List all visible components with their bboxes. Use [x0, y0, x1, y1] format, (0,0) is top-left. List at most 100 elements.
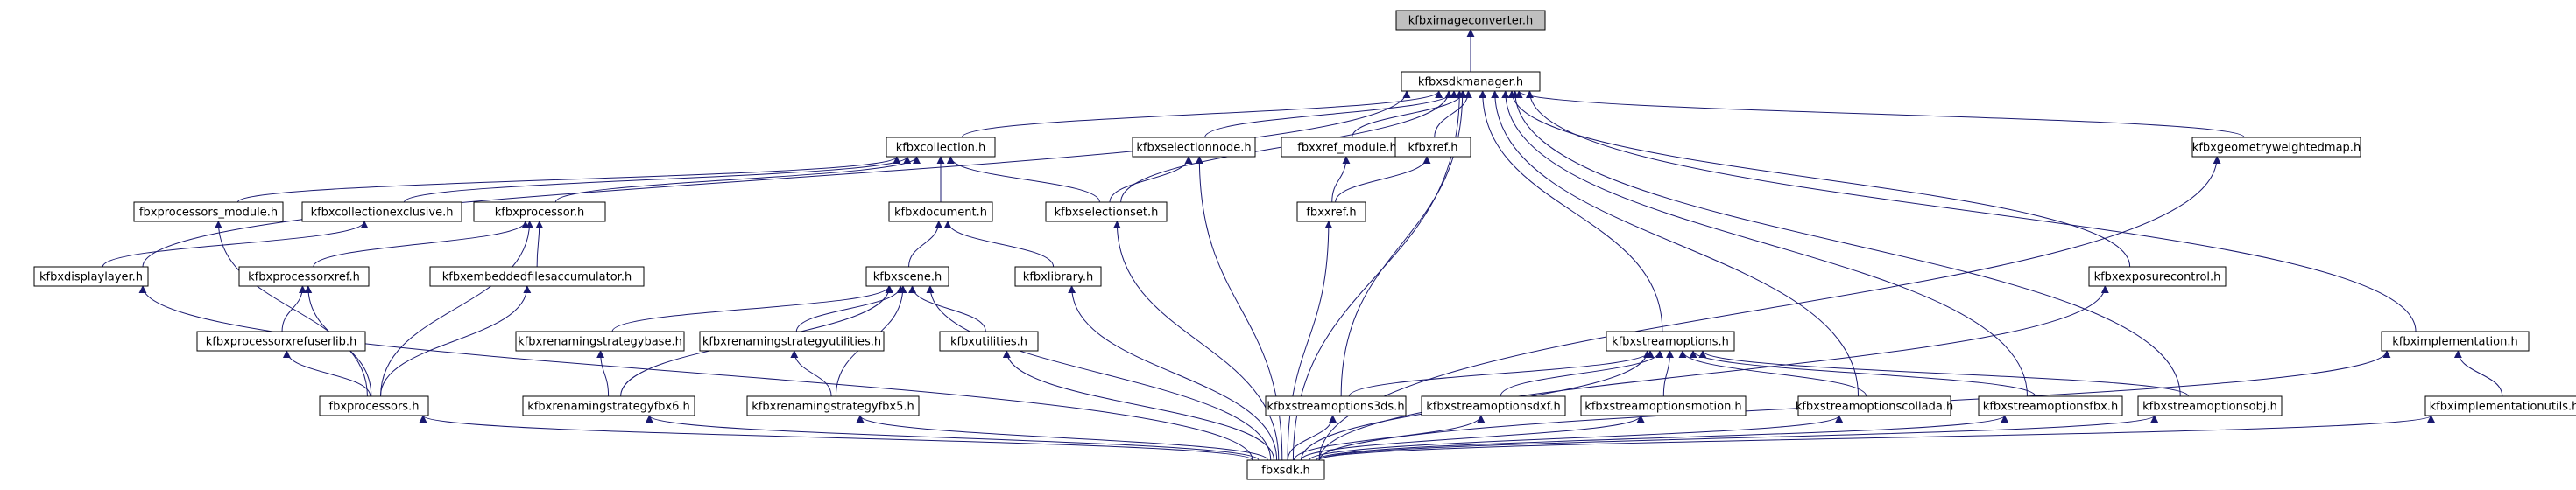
- edge-fbxsdk-to-utilities: [1002, 350, 1274, 461]
- node-label: kfbxstreamoptionscollada.h: [1796, 401, 1953, 414]
- edge-fbxxref-to-kxref: [1335, 156, 1431, 203]
- node-kfbxstreamoptionsfbx[interactable]: kfbxstreamoptionsfbx.h: [1978, 396, 2123, 416]
- edge-so3ds-to-streamopts: [1348, 350, 1655, 397]
- node-box: [1978, 396, 2123, 416]
- node-fbxxref[interactable]: fbxxref.h: [1296, 201, 1366, 222]
- node-label: kfbxexposurecontrol.h: [2094, 271, 2221, 284]
- edge-embacc-to-processor: [535, 220, 544, 268]
- node-kfbxstreamoptionscollada[interactable]: kfbxstreamoptionscollada.h: [1796, 396, 1953, 416]
- edge-fbxsdk-to-sofbx: [1316, 415, 2008, 461]
- edge-procmod-to-collection: [236, 156, 901, 203]
- node-fbxprocessors-module[interactable]: fbxprocessors_module.h: [133, 201, 284, 222]
- node-kfbxdisplaylayer[interactable]: kfbxdisplaylayer.h: [33, 266, 149, 287]
- edge-somotion-to-streamopts: [1662, 350, 1675, 397]
- node-kfbxgeometryweightedmap[interactable]: kfbxgeometryweightedmap.h: [2191, 136, 2361, 158]
- node-label: kfbxstreamoptions.h: [1612, 336, 1729, 349]
- node-box: [1395, 10, 1546, 31]
- node-kfbxprocessor[interactable]: kfbxprocessor.h: [473, 201, 606, 222]
- edge-fbxsdk-to-fbxxref: [1287, 220, 1333, 461]
- edge-fbxxref-to-xrefmod: [1331, 156, 1351, 203]
- node-fbxprocessors[interactable]: fbxprocessors.h: [319, 396, 429, 416]
- edge-displayer-to-sdkman: [142, 90, 1411, 268]
- node-kfbximageconverter[interactable]: kfbximageconverter.h: [1395, 10, 1546, 31]
- edge-collexcl-to-collection: [404, 156, 912, 203]
- edge-soobj-to-sdkman: [1511, 90, 2181, 397]
- edge-so3ds-to-sdkman: [1340, 90, 1467, 397]
- node-fbxsdk[interactable]: fbxsdk.h: [1246, 459, 1325, 480]
- node-kfbxembeddedfilesaccumulator[interactable]: kfbxembeddedfilesaccumulator.h: [429, 266, 645, 287]
- edge-kxref-to-sdkman: [1434, 90, 1472, 138]
- node-kfbxstreamoptions[interactable]: kfbxstreamoptions.h: [1606, 331, 1735, 352]
- node-kfbxutilities[interactable]: kfbxutilities.h: [939, 331, 1039, 352]
- edge-procxref-to-processor: [313, 220, 530, 268]
- edge-sodxf-to-streamopts: [1500, 350, 1664, 397]
- node-label: fbxsdk.h: [1261, 465, 1309, 478]
- node-fbxxref-module[interactable]: fbxxref_module.h: [1281, 136, 1414, 158]
- node-kfbxdocument[interactable]: kfbxdocument.h: [888, 201, 993, 222]
- node-kfbxrenamingstrategyfbx5[interactable]: kfbxrenamingstrategyfbx5.h: [746, 396, 920, 416]
- node-label: kfbxprocessorxref.h: [248, 271, 360, 284]
- node-label: kfbxcollectionexclusive.h: [311, 206, 454, 220]
- edge-impl-to-sdkman: [1525, 90, 2417, 332]
- node-kfbximplementationutils[interactable]: kfbximplementationutils.h: [2424, 396, 2576, 416]
- node-box: [1394, 136, 1471, 158]
- edge-fbxsdk-to-renfbx6: [646, 415, 1260, 461]
- node-label: kfbximplementation.h: [2392, 336, 2517, 349]
- node-box: [1296, 201, 1366, 222]
- node-kfbxselectionnode[interactable]: kfbxselectionnode.h: [1132, 136, 1256, 158]
- node-kfbxprocessorxref[interactable]: kfbxprocessorxref.h: [238, 266, 370, 287]
- node-label: fbxxref_module.h: [1297, 142, 1396, 155]
- edge-processors-to-embacc: [379, 285, 532, 397]
- node-label: kfbximplementationutils.h: [2430, 401, 2576, 414]
- edge-processors-to-processor: [380, 220, 534, 397]
- node-kfbxcollectionexclusive[interactable]: kfbxcollectionexclusive.h: [301, 201, 462, 222]
- node-label: kfbxscene.h: [873, 271, 942, 284]
- edge-fbxsdk-to-socollada: [1309, 415, 1843, 461]
- edge-fbxsdk-to-expctrl: [1318, 285, 2109, 461]
- node-kfbxsdkmanager[interactable]: kfbxsdkmanager.h: [1401, 71, 1541, 92]
- node-label: kfbxprocessor.h: [495, 206, 584, 220]
- edge-sofbx-to-streamopts: [1689, 350, 2036, 397]
- node-label: kfbxcollection.h: [896, 142, 986, 155]
- node-box: [2191, 136, 2361, 158]
- edge-fbxsdk-to-implutils: [1318, 415, 2435, 461]
- node-label: kfbxembeddedfilesaccumulator.h: [442, 271, 632, 284]
- node-kfbxstreamoptionsobj[interactable]: kfbxstreamoptionsobj.h: [2137, 396, 2283, 416]
- node-kfbximplementation[interactable]: kfbximplementation.h: [2381, 331, 2530, 352]
- edge-scene-to-document: [908, 220, 943, 268]
- node-box: [1045, 201, 1168, 222]
- node-kfbxstreamoptionsdxf[interactable]: kfbxstreamoptionsdxf.h: [1421, 396, 1566, 416]
- edge-expctrl-to-sdkman: [1507, 90, 2131, 268]
- node-kfbxexposurecontrol[interactable]: kfbxexposurecontrol.h: [2088, 266, 2227, 287]
- node-label: kfbxutilities.h: [950, 336, 1027, 349]
- node-box: [886, 136, 996, 158]
- node-kfbxrenamingstrategyfbx6[interactable]: kfbxrenamingstrategyfbx6.h: [522, 396, 695, 416]
- node-label: kfbxrenamingstrategyfbx5.h: [752, 401, 914, 414]
- node-label: kfbxgeometryweightedmap.h: [2192, 142, 2361, 155]
- node-label: kfbxstreamoptions3ds.h: [1267, 401, 1404, 414]
- node-label: kfbxselectionset.h: [1055, 206, 1159, 220]
- edge-socollada-to-sdkman: [1491, 90, 1860, 397]
- node-kfbxscene[interactable]: kfbxscene.h: [865, 266, 949, 287]
- node-kfbxcollection[interactable]: kfbxcollection.h: [886, 136, 996, 158]
- edge-renfbx6-to-renbase: [596, 350, 610, 397]
- node-box: [238, 266, 370, 287]
- node-kfbxref[interactable]: kfbxref.h: [1394, 136, 1471, 158]
- node-label: kfbxrenamingstrategyutilities.h: [702, 336, 881, 349]
- node-kfbxprocessorxrefuserlib[interactable]: kfbxprocessorxrefuserlib.h: [196, 331, 366, 352]
- node-box: [2381, 331, 2530, 352]
- node-box: [865, 266, 949, 287]
- edge-fbxsdk-to-sdkman: [1292, 90, 1464, 461]
- node-kfbxrenamingstrategybase[interactable]: kfbxrenamingstrategybase.h: [515, 331, 685, 352]
- edge-fbxsdk-to-scene: [926, 285, 1272, 461]
- node-kfbxrenamingstrategyutilities[interactable]: kfbxrenamingstrategyutilities.h: [699, 331, 885, 352]
- edge-fbxsdk-to-processors: [419, 415, 1253, 461]
- node-kfbxselectionset[interactable]: kfbxselectionset.h: [1045, 201, 1168, 222]
- edge-fbxsdk-to-selset: [1112, 220, 1280, 461]
- node-kfbxstreamoptionsmotion[interactable]: kfbxstreamoptionsmotion.h: [1580, 396, 1747, 416]
- node-box: [473, 201, 606, 222]
- node-kfbxstreamoptions3ds[interactable]: kfbxstreamoptions3ds.h: [1265, 396, 1407, 416]
- edge-renutil-to-scene: [795, 285, 905, 332]
- node-kfbxlibrary[interactable]: kfbxlibrary.h: [1014, 266, 1102, 287]
